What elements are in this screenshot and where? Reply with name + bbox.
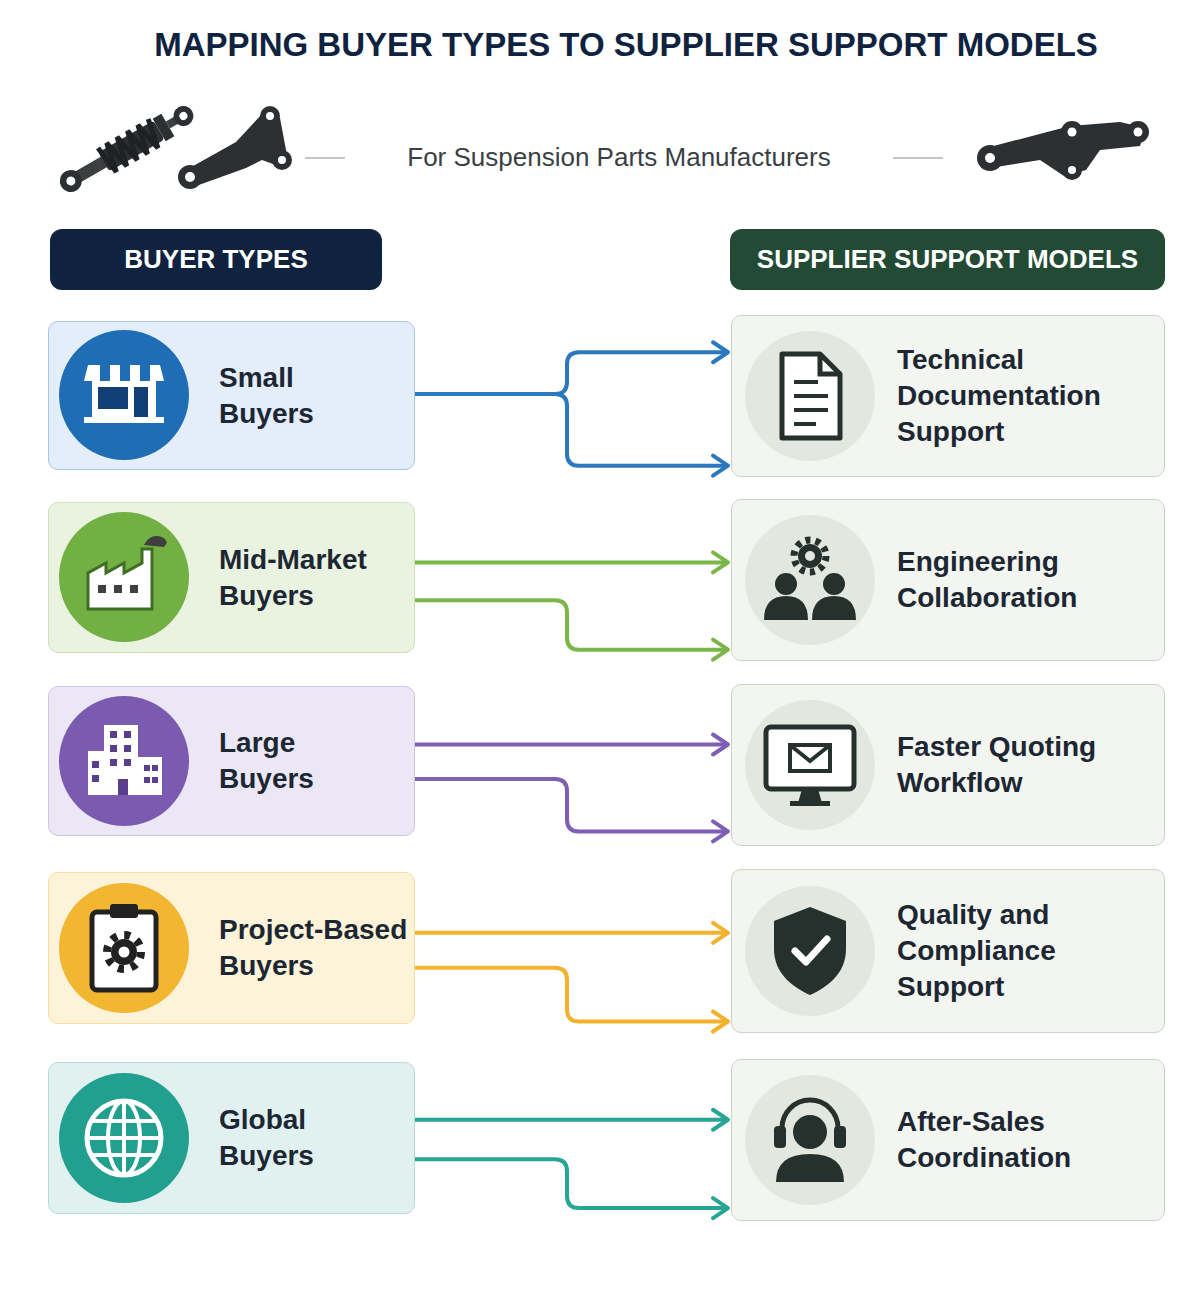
monitor-mail-icon xyxy=(745,700,875,830)
header-text: BUYER TYPES xyxy=(60,243,372,276)
text-stack: Project-Based Buyers xyxy=(219,912,411,984)
connector-line xyxy=(415,779,728,831)
header-text: SUPPLIER SUPPORT MODELS xyxy=(740,243,1155,276)
text-stack: Faster Quoting Workflow xyxy=(897,729,1137,801)
connector-line xyxy=(415,560,728,564)
connector-line xyxy=(415,600,728,650)
connector-arrow xyxy=(415,1110,728,1130)
connector-line xyxy=(415,743,728,747)
node-label: Project-Based Buyers xyxy=(219,912,411,984)
text-stack: Global Buyers xyxy=(219,1102,339,1174)
node-label: Small Buyers xyxy=(219,360,339,432)
arrow-head xyxy=(713,342,728,362)
connector-arrow xyxy=(415,779,728,841)
arrow-head xyxy=(713,821,728,841)
node-label: Faster Quoting Workflow xyxy=(897,729,1137,801)
text-stack: Engineering Collaboration xyxy=(897,544,1137,616)
connector-arrow xyxy=(415,394,728,476)
connector-arrow xyxy=(415,735,728,755)
control-arm xyxy=(977,121,1149,180)
node-label: Quality and Compliance Support xyxy=(897,897,1137,1004)
document-icon xyxy=(745,331,875,461)
diagram-title: MAPPING BUYER TYPES TO SUPPLIER SUPPORT … xyxy=(60,26,1192,64)
connector-arrow xyxy=(415,600,728,660)
connector-line xyxy=(415,1159,728,1208)
node-label: Engineering Collaboration xyxy=(897,544,1137,616)
arrow-head xyxy=(713,735,728,755)
node-label: Technical Documentation Support xyxy=(897,342,1137,449)
connector-arrow xyxy=(415,342,728,394)
arrow-head xyxy=(713,640,728,660)
connector-arrow xyxy=(415,923,728,943)
text-stack: Mid-Market Buyers xyxy=(219,542,399,614)
subtitle-label: For Suspension Parts Manufacturers xyxy=(355,142,883,173)
column-header: BUYER TYPES xyxy=(50,229,382,290)
node-label: Global Buyers xyxy=(219,1102,339,1174)
arrow-head xyxy=(713,1110,728,1130)
text-stack: After-Sales Coordination xyxy=(897,1104,1137,1176)
arrow-head xyxy=(713,552,728,572)
connector-line xyxy=(415,968,728,1022)
store-icon xyxy=(59,330,189,460)
arrow-head xyxy=(713,1012,728,1032)
connector-arrow xyxy=(415,1159,728,1218)
text-stack: Quality and Compliance Support xyxy=(897,897,1137,1004)
team-gear-icon xyxy=(745,515,875,645)
node-label: Mid-Market Buyers xyxy=(219,542,399,614)
column-header: SUPPLIER SUPPORT MODELS xyxy=(730,229,1165,290)
globe-icon xyxy=(59,1073,189,1203)
clipboard-icon xyxy=(59,883,189,1013)
rule-line xyxy=(305,157,345,159)
headset-icon xyxy=(745,1075,875,1205)
control-arm xyxy=(178,106,292,189)
connector-line xyxy=(415,352,728,394)
connector-line xyxy=(415,394,728,466)
node-label: Large Buyers xyxy=(219,725,339,797)
connector-line xyxy=(415,1118,728,1122)
connector-arrow xyxy=(415,552,728,572)
connector-line xyxy=(415,931,728,935)
connector-arrow xyxy=(415,968,728,1032)
text-stack: BUYER TYPES xyxy=(60,243,372,276)
arrow-head xyxy=(713,1198,728,1218)
arrow-head xyxy=(713,923,728,943)
shock-absorber xyxy=(54,98,200,199)
rule-line xyxy=(893,157,943,159)
node-label: After-Sales Coordination xyxy=(897,1104,1137,1176)
text-stack: SUPPLIER SUPPORT MODELS xyxy=(740,243,1155,276)
arrow-head xyxy=(713,456,728,476)
building-icon xyxy=(59,696,189,826)
text-stack: Large Buyers xyxy=(219,725,339,797)
text-stack: Small Buyers xyxy=(219,360,339,432)
factory-icon xyxy=(59,512,189,642)
shield-check-icon xyxy=(745,886,875,1016)
text-stack: Technical Documentation Support xyxy=(897,342,1137,449)
